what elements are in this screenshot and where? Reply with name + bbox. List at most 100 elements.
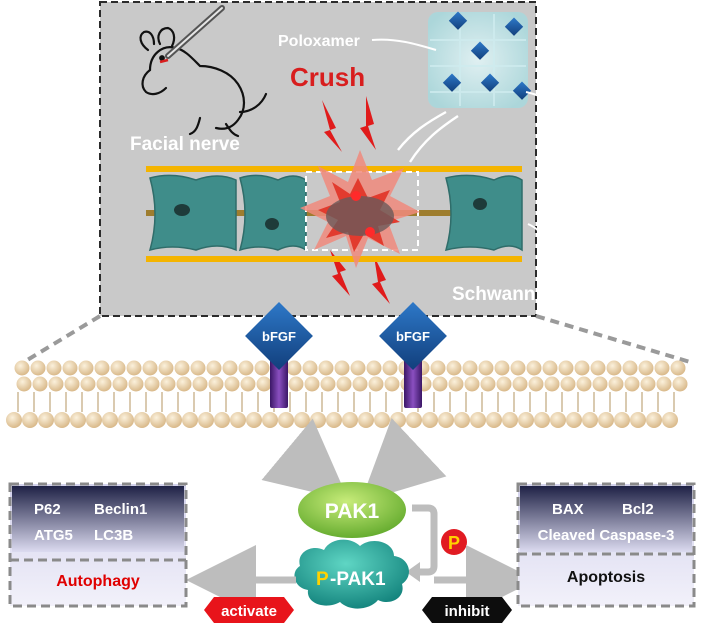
lipid-head	[438, 412, 454, 428]
lipid-head	[590, 360, 606, 376]
bfgf-ligand-right-label: bFGF	[396, 329, 430, 344]
lipid-head	[334, 360, 350, 376]
lipid-head	[16, 376, 32, 392]
lipid-head	[464, 376, 480, 392]
autophagy-marker-lc3b: LC3B	[94, 527, 133, 544]
lipid-head	[544, 376, 560, 392]
lipid-head	[558, 360, 574, 376]
crush-burst-icon	[300, 150, 420, 268]
lipid-head	[14, 360, 30, 376]
lipid-head	[198, 412, 214, 428]
lipid-head	[358, 412, 374, 428]
lipid-head	[510, 360, 526, 376]
lipid-head	[542, 360, 558, 376]
lipid-head	[174, 360, 190, 376]
bfgf-gel-label: bFGF	[552, 91, 594, 108]
lipid-head	[150, 412, 166, 428]
ppak1-label: -PAK1	[330, 569, 386, 590]
lipid-head	[54, 412, 70, 428]
activate-badge	[204, 597, 294, 623]
lipid-head	[528, 376, 544, 392]
lipid-head	[222, 360, 238, 376]
lipid-head	[238, 360, 254, 376]
lipid-head	[598, 412, 614, 428]
zoom-line-left	[22, 314, 102, 364]
apoptosis-marker-bcl2: Bcl2	[622, 501, 654, 518]
pak1-node	[298, 482, 406, 538]
lipid-head	[486, 412, 502, 428]
lipid-head	[582, 412, 598, 428]
incision-mark	[159, 58, 169, 64]
lipid-head	[446, 360, 462, 376]
lipid-head	[432, 376, 448, 392]
lipid-head	[96, 376, 112, 392]
gel-application-arrow	[408, 115, 459, 163]
apoptosis-box	[516, 482, 696, 608]
lipid-head	[518, 412, 534, 428]
lipid-head	[62, 360, 78, 376]
crush-label: Crush	[290, 62, 365, 92]
lipid-head	[630, 412, 646, 428]
lipid-head	[160, 376, 176, 392]
activate-label: activate	[221, 603, 277, 620]
lipid-head	[640, 376, 656, 392]
lipid-head	[350, 360, 366, 376]
lipid-head	[224, 376, 240, 392]
autophagy-marker-p62: P62	[34, 501, 61, 518]
lipid-head	[134, 412, 150, 428]
lipid-head	[320, 376, 336, 392]
lipid-head	[110, 360, 126, 376]
lipid-head	[480, 376, 496, 392]
lipid-head	[30, 360, 46, 376]
lipid-head	[494, 360, 510, 376]
schwann-cell-3	[444, 174, 523, 252]
lipid-head	[592, 376, 608, 392]
lipid-head	[462, 360, 478, 376]
lipid-head	[622, 360, 638, 376]
lipid-head	[352, 376, 368, 392]
bfgf-ligand-left-label: bFGF	[262, 329, 296, 344]
lipid-head	[478, 360, 494, 376]
lipid-head	[38, 412, 54, 428]
phosphorylation-arrow	[412, 504, 438, 576]
lipid-head	[624, 376, 640, 392]
lipid-head	[560, 376, 576, 392]
lipid-head	[158, 360, 174, 376]
inhibit-label: inhibit	[445, 603, 490, 620]
lipid-head	[102, 412, 118, 428]
lipid-head	[192, 376, 208, 392]
lipid-head	[614, 412, 630, 428]
lipid-head	[672, 376, 688, 392]
receptor-left: bFGF	[245, 302, 313, 408]
zoom-line-right	[535, 314, 691, 364]
lipid-head	[374, 412, 390, 428]
schwann-cell-pointer	[527, 223, 552, 273]
lipid-head	[142, 360, 158, 376]
lipid-head	[574, 360, 590, 376]
schwann-cell-2	[238, 174, 307, 252]
receptor-right: bFGF	[379, 302, 447, 408]
lipid-head	[512, 376, 528, 392]
poloxamer-label: Poloxamer	[278, 33, 360, 50]
ppak1-prefix: P	[316, 569, 329, 590]
lipid-head	[70, 412, 86, 428]
lipid-head	[294, 412, 310, 428]
inhibit-badge	[422, 597, 512, 623]
lipid-head	[166, 412, 182, 428]
phospho-symbol: P	[448, 533, 460, 553]
lipid-head	[6, 412, 22, 428]
lipid-head	[550, 412, 566, 428]
lipid-head	[310, 412, 326, 428]
lipid-head	[454, 412, 470, 428]
lipid-head	[646, 412, 662, 428]
lipid-head	[304, 376, 320, 392]
facial-nerve-label: Facial nerve	[130, 134, 240, 155]
bfgf-ligand-right-icon	[379, 302, 447, 370]
autophagy-marker-atg5: ATG5	[34, 527, 73, 544]
mouse-sketch-icon	[139, 26, 268, 138]
lipid-head	[78, 360, 94, 376]
lipid-head	[144, 376, 160, 392]
lipid-head	[342, 412, 358, 428]
lipid-head	[262, 412, 278, 428]
